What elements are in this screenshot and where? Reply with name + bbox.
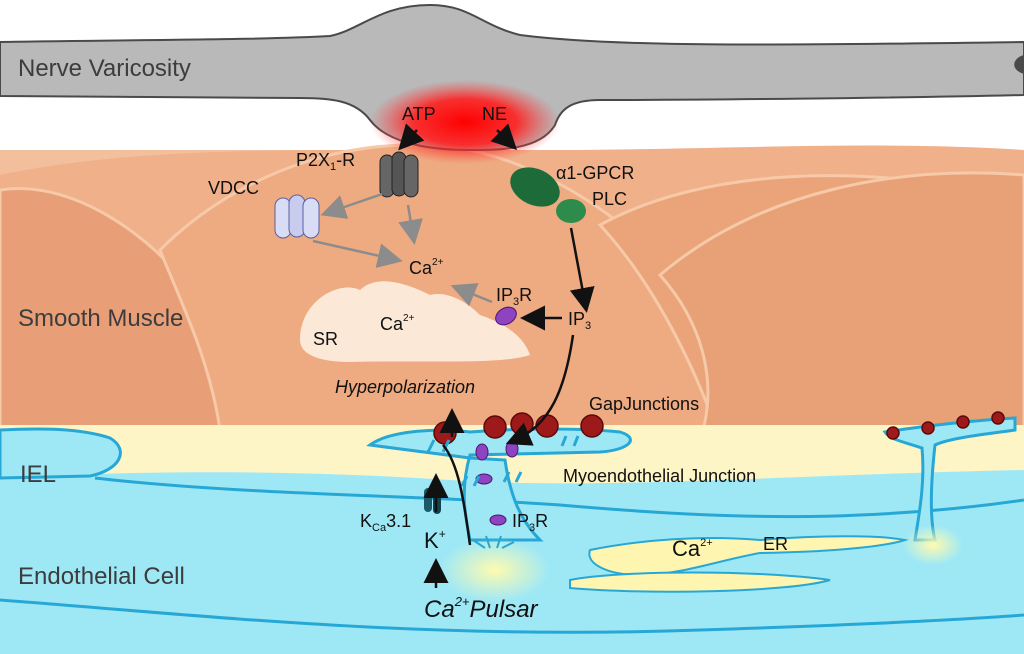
- neurotransmitter-release-glow: [370, 80, 560, 164]
- cell-border-lower: [0, 598, 1024, 634]
- sarcoplasmic-reticulum: [300, 281, 530, 362]
- hyperpolarization-label: Hyperpolarization: [335, 377, 475, 397]
- atp-label: ATP: [402, 104, 436, 124]
- er-label: ER: [763, 534, 788, 554]
- calcium-pulsar-glow-right: [903, 525, 963, 565]
- myoendothelial-junction-label: Myoendothelial Junction: [563, 466, 756, 486]
- pulsar-spikes: [472, 535, 515, 549]
- ip3r-endothelial-label: IP3R: [512, 511, 548, 534]
- ip3r-sr-label: IP3R: [496, 285, 532, 308]
- iel-label: IEL: [20, 461, 56, 488]
- calcium-pulsar-glow: [440, 538, 550, 602]
- vdcc-channel-icon: [274, 194, 320, 239]
- junction-gaps: [426, 435, 580, 487]
- sr-ca-label: Ca2+: [380, 313, 415, 334]
- ca-pulsar-label: Ca2+Pulsar: [424, 594, 539, 623]
- plc-icon: [556, 199, 586, 223]
- ip3r-sr-icon: [495, 306, 517, 326]
- ne-label: NE: [482, 104, 507, 124]
- er-ca-label: Ca2+: [672, 536, 713, 561]
- smooth-muscle-label: Smooth Muscle: [18, 305, 183, 332]
- muscle-cell-far-right: [657, 171, 1024, 442]
- cytosolic-ca-label: Ca2+: [409, 257, 444, 278]
- gray-arrows: [312, 192, 493, 307]
- sr-label: SR: [313, 329, 338, 349]
- alpha1-gpcr-icon: [510, 167, 560, 207]
- endothelial-projection-left: [0, 427, 122, 480]
- kca31-label: KCa3.1: [360, 511, 411, 534]
- p2x1-receptor-icon: [379, 151, 419, 198]
- gap-junctions-label: GapJunctions: [589, 394, 699, 414]
- endoplasmic-reticulum-lower: [569, 571, 831, 593]
- k-ion-label: K+: [424, 527, 446, 553]
- nerve-edge: [1014, 55, 1024, 74]
- vdcc-label: VDCC: [208, 178, 259, 198]
- black-arrows: [398, 123, 595, 588]
- ip3-label: IP3: [568, 309, 591, 332]
- p2x1r-label: P2X1-R: [296, 150, 355, 173]
- signal-path: [442, 444, 472, 546]
- endothelial-cell-label: Endothelial Cell: [18, 563, 185, 590]
- plc-label: PLC: [592, 189, 627, 209]
- nerve-varicosity-label: Nerve Varicosity: [18, 55, 191, 82]
- alpha1-gpcr-label: α1-GPCR: [556, 163, 634, 183]
- nerve-varicosity: [0, 3, 1024, 152]
